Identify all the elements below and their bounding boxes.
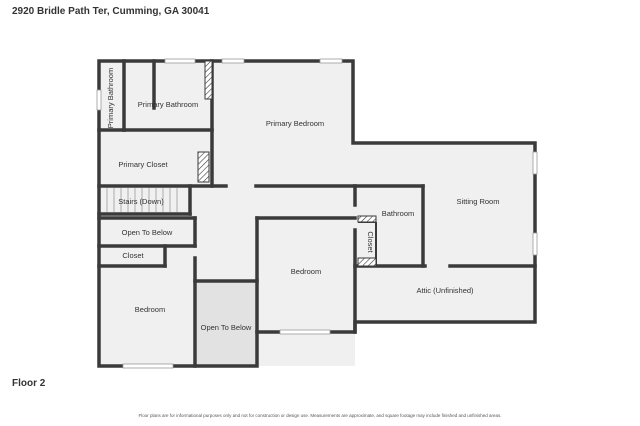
floor-label: Floor 2 bbox=[12, 378, 46, 389]
property-address: 2920 Bridle Path Ter, Cumming, GA 30041 bbox=[12, 6, 210, 17]
room-label-closet: Closet bbox=[122, 251, 144, 260]
room-label-primary-closet: Primary Closet bbox=[118, 160, 168, 169]
room-fills bbox=[99, 61, 535, 366]
room-label-stairs: Stairs (Down) bbox=[118, 197, 164, 206]
room-label-attic: Attic (Unfinished) bbox=[416, 286, 474, 295]
room-labels: Primary Bathroom Primary Bathroom Primar… bbox=[106, 68, 499, 332]
room-label-sitting-room: Sitting Room bbox=[457, 197, 500, 206]
disclaimer-text: Floor plans are for informational purpos… bbox=[138, 413, 502, 418]
room-label-bedroom-left: Bedroom bbox=[135, 305, 165, 314]
room-label-primary-bedroom: Primary Bedroom bbox=[266, 119, 324, 128]
room-label-bedroom-center: Bedroom bbox=[291, 267, 321, 276]
stairs-treads bbox=[106, 188, 178, 212]
hatched-shaft bbox=[357, 215, 377, 223]
room-label-primary-bath-small: Primary Bathroom bbox=[106, 68, 115, 128]
hatched-shaft bbox=[204, 60, 213, 100]
room-label-bathroom: Bathroom bbox=[382, 209, 415, 218]
room-label-open-to-below-1: Open To Below bbox=[122, 228, 173, 237]
room-label-open-to-below-2: Open To Below bbox=[201, 323, 252, 332]
hatched-shaft bbox=[357, 257, 377, 267]
room-label-closet-vertical: Closet bbox=[366, 231, 375, 253]
room-label-primary-bathroom: Primary Bathroom bbox=[138, 100, 198, 109]
hatched-shaft bbox=[197, 151, 210, 183]
open-to-below-area bbox=[197, 281, 257, 366]
windows bbox=[96, 58, 538, 369]
